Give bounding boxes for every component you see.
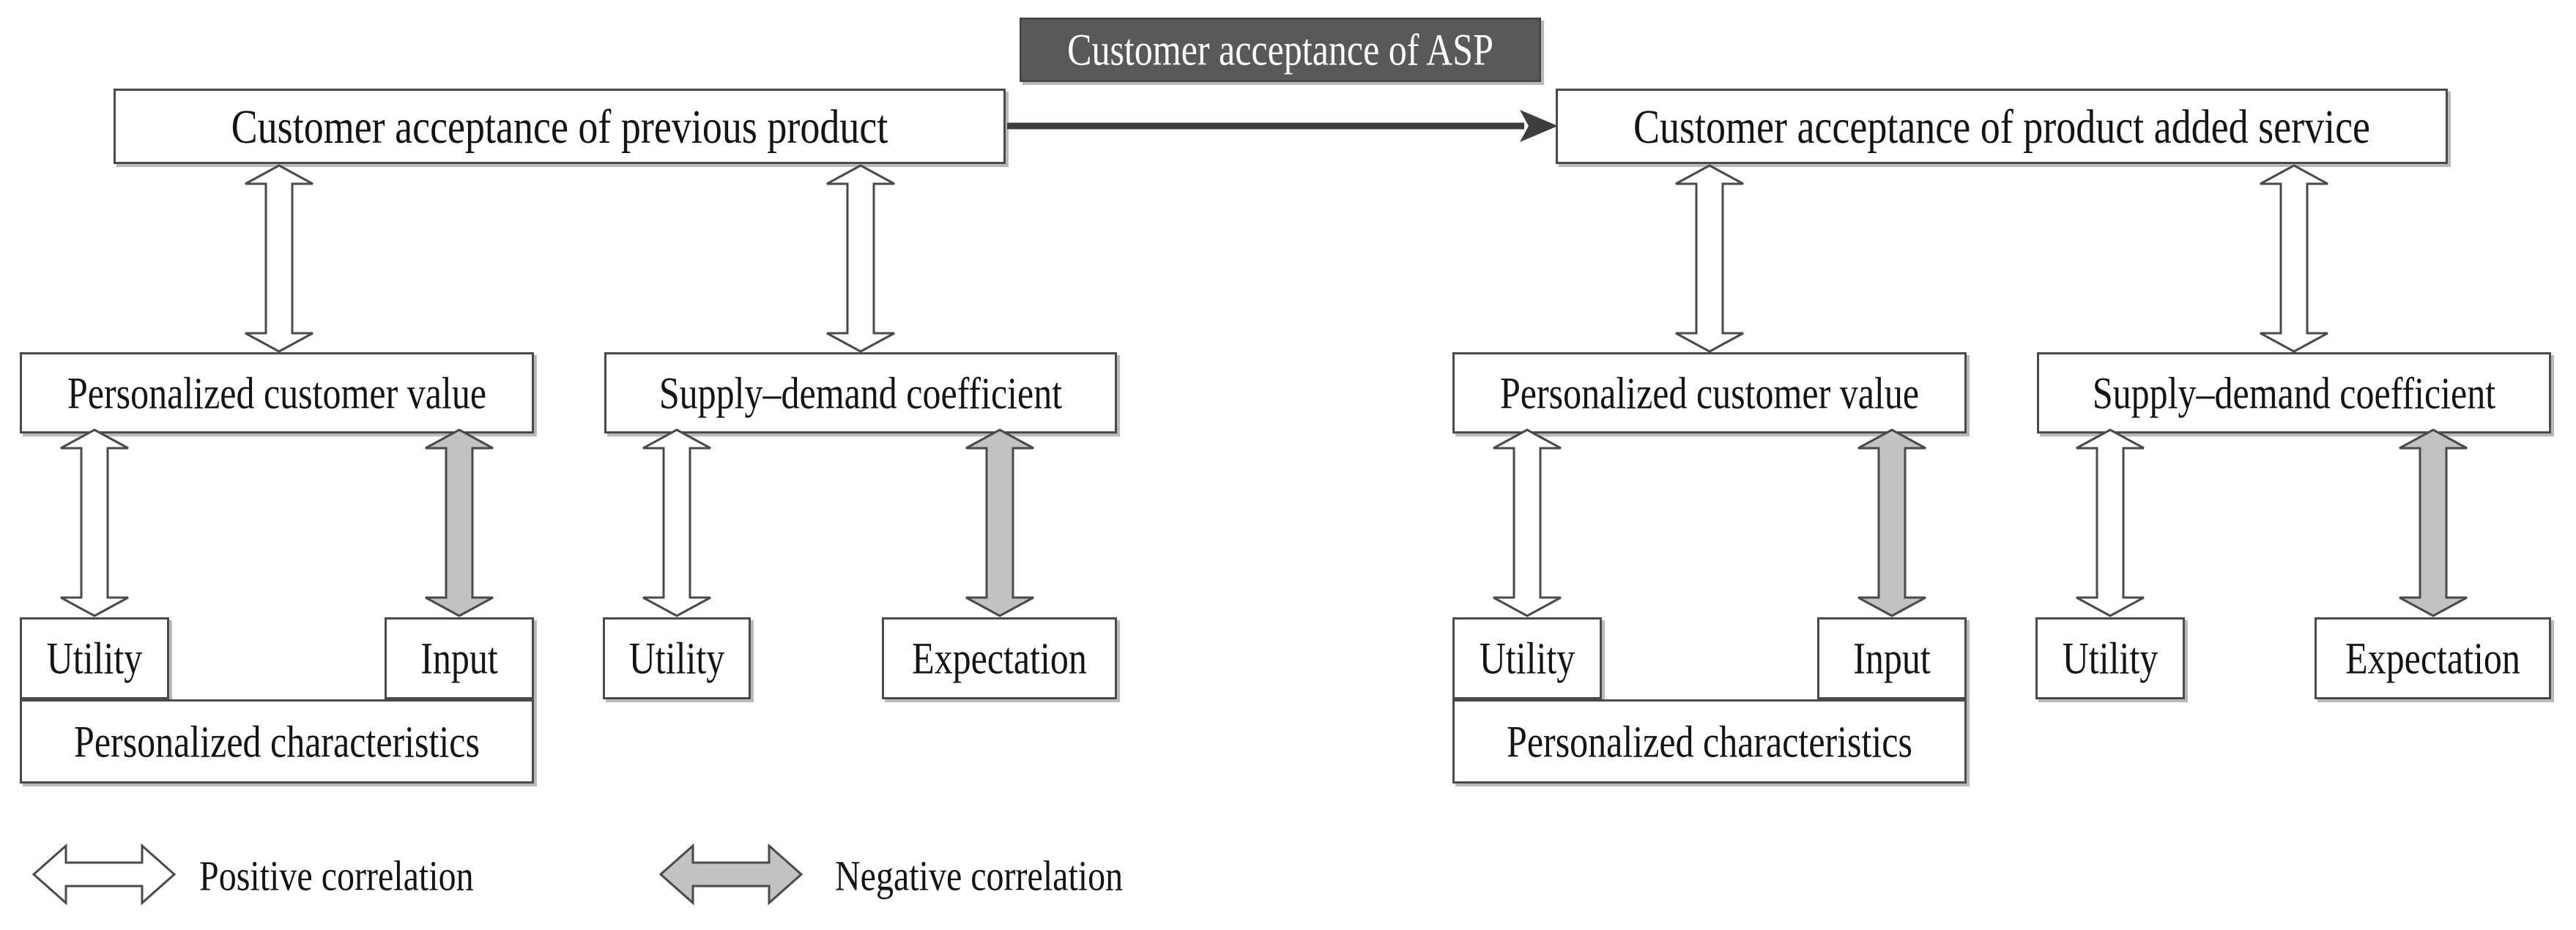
legend-positive-arrow-icon: [32, 843, 176, 906]
flow-right-arrow-icon: [1007, 110, 1558, 142]
node-utility-value-right: Utility: [1452, 617, 1602, 699]
node-input-right: Input: [1817, 617, 1967, 699]
negative-correlation-arrow-icon: [1857, 428, 1927, 617]
positive-correlation-arrow-icon: [1674, 164, 1745, 353]
node-personalized-customer-value-right: Personalized customer value: [1452, 352, 1967, 434]
node-label: Input: [420, 633, 498, 684]
node-personalized-characteristics-right: Personalized characteristics: [1452, 699, 1967, 784]
node-utility-supply-left: Utility: [603, 617, 751, 699]
node-utility-value-left: Utility: [20, 617, 169, 699]
positive-correlation-arrow-icon: [1492, 428, 1562, 617]
legend-text: Negative correlation: [835, 852, 1124, 900]
node-label: Personalized customer value: [67, 368, 487, 418]
node-label: Personalized characteristics: [74, 716, 480, 767]
positive-correlation-arrow-icon: [2075, 428, 2145, 617]
node-label: Personalized customer value: [1499, 368, 1920, 418]
node-input-left: Input: [385, 617, 534, 699]
node-label: Supply–demand coefficient: [2092, 368, 2496, 418]
node-supply-demand-coefficient-left: Supply–demand coefficient: [604, 352, 1117, 434]
node-supply-demand-coefficient-right: Supply–demand coefficient: [2037, 352, 2551, 434]
negative-correlation-arrow-icon: [424, 428, 494, 617]
legend-negative-arrow-icon: [659, 843, 803, 906]
node-label: Utility: [46, 633, 143, 684]
positive-correlation-arrow-icon: [2259, 164, 2329, 353]
node-label: Expectation: [2345, 633, 2520, 684]
node-label: Utility: [1479, 633, 1575, 684]
node-label: Utility: [628, 633, 725, 684]
legend-text: Positive correlation: [199, 852, 474, 900]
node-label: Customer acceptance of product added ser…: [1633, 99, 2371, 154]
legend-positive-label: Positive correlation: [199, 849, 474, 902]
node-label: Customer acceptance of ASP: [1067, 24, 1493, 75]
legend-negative-label: Negative correlation: [835, 849, 1123, 902]
node-label: Utility: [2062, 633, 2159, 684]
positive-correlation-arrow-icon: [59, 428, 130, 617]
node-label: Personalized characteristics: [1507, 716, 1912, 767]
node-expectation-right: Expectation: [2315, 617, 2551, 699]
node-personalized-characteristics-left: Personalized characteristics: [20, 699, 534, 784]
node-label: Expectation: [912, 633, 1087, 684]
node-product-added-service: Customer acceptance of product added ser…: [1556, 89, 2448, 164]
negative-correlation-arrow-icon: [2398, 428, 2468, 617]
node-label: Supply–demand coefficient: [658, 368, 1063, 418]
node-expectation-left: Expectation: [882, 617, 1117, 699]
node-utility-supply-right: Utility: [2035, 617, 2185, 699]
node-previous-product: Customer acceptance of previous product: [114, 89, 1006, 164]
positive-correlation-arrow-icon: [642, 428, 712, 617]
positive-correlation-arrow-icon: [825, 164, 896, 353]
node-personalized-customer-value-left: Personalized customer value: [20, 352, 534, 434]
node-customer-acceptance-asp: Customer acceptance of ASP: [1020, 18, 1541, 82]
node-label: Customer acceptance of previous product: [231, 99, 888, 154]
positive-correlation-arrow-icon: [244, 164, 314, 353]
negative-correlation-arrow-icon: [965, 428, 1035, 617]
node-label: Input: [1853, 633, 1931, 684]
